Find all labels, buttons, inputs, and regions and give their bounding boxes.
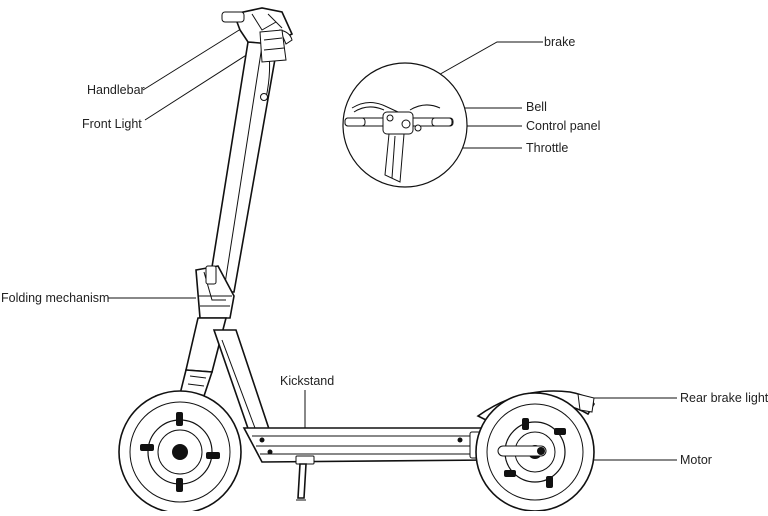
label-bell: Bell: [526, 100, 547, 114]
label-control-panel: Control panel: [526, 119, 601, 133]
label-kickstand: Kickstand: [280, 374, 335, 388]
deck: [242, 427, 491, 463]
rear-brake-light: [577, 393, 595, 413]
leader-front-light: [144, 44, 263, 121]
kickstand: [295, 455, 315, 501]
rear-wheel: [475, 392, 595, 512]
front-wheel: [118, 390, 242, 514]
label-motor: Motor: [680, 453, 712, 467]
label-brake: brake: [544, 35, 576, 49]
label-front-light: Front Light: [82, 117, 142, 131]
handlebar-detail-inset: [342, 62, 468, 188]
folding-mechanism: [195, 265, 235, 319]
label-rear-brake-light: Rear brake light: [680, 391, 768, 405]
label-handlebar: Handlebar: [87, 83, 145, 97]
steering-column: [207, 7, 294, 293]
label-throttle: Throttle: [526, 141, 569, 155]
label-folding-mechanism: Folding mechanism: [1, 291, 110, 305]
leader-handlebar: [142, 21, 253, 91]
